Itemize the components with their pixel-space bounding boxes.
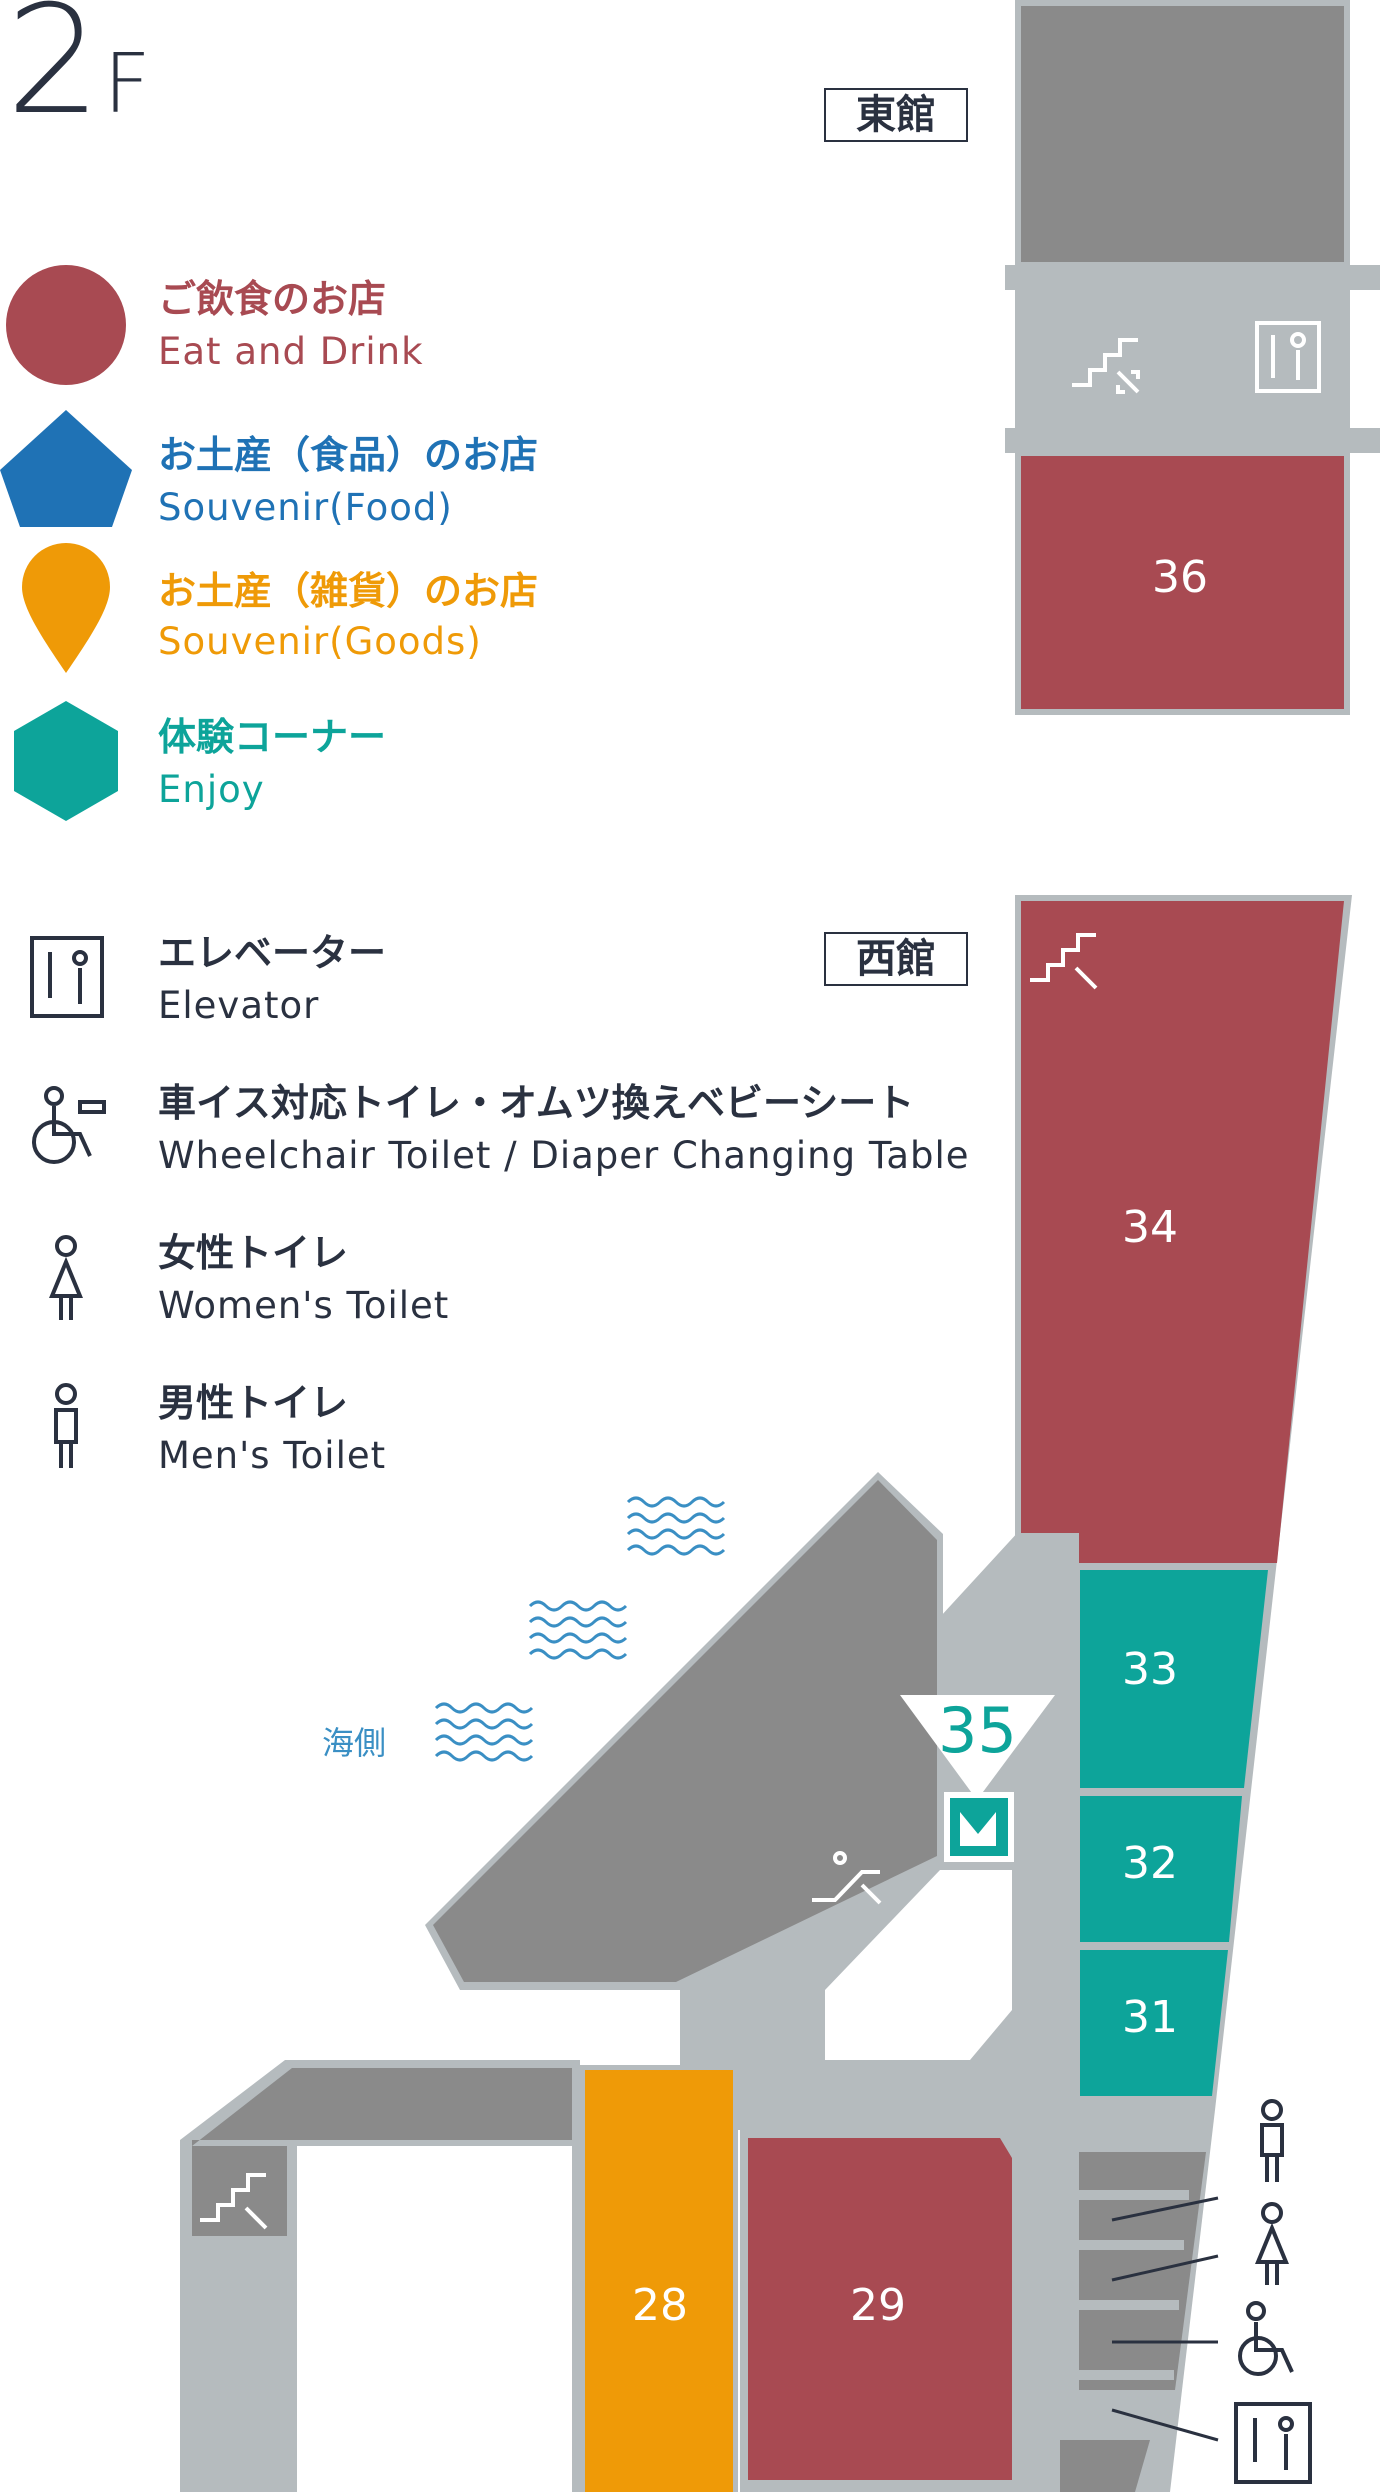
shop-29[interactable]: [748, 2138, 1012, 2480]
shop-36-label: 36: [1152, 552, 1208, 603]
shop-36[interactable]: [1021, 456, 1344, 709]
legend-enjoy-en: Enjoy: [158, 768, 265, 811]
lower-left-structure: [180, 2060, 580, 2492]
shop-33-label: 33: [1122, 1644, 1178, 1695]
legend-elevator-jp: エレベーター: [158, 931, 387, 975]
stairs-icon: [200, 2173, 268, 2230]
escalator-icon: [812, 1851, 882, 1905]
legend-women-jp: 女性トイレ: [158, 1231, 349, 1275]
men-toilet-icon: [54, 1383, 78, 1468]
legend-wheelchair-en: Wheelchair Toilet / Diaper Changing Tabl…: [158, 1134, 970, 1177]
wheelchair-icon: [1238, 2301, 1294, 2376]
legend-elevator-en: Elevator: [158, 984, 320, 1027]
legend-goods-en: Souvenir(Goods): [158, 620, 482, 663]
hexagon-icon: [14, 701, 118, 821]
sea-side-label: 海側: [322, 1724, 387, 1762]
wave-icon: [528, 1600, 628, 1660]
legend-enjoy-jp: 体験コーナー: [158, 715, 387, 759]
shop-34[interactable]: [1021, 901, 1344, 1563]
shop-34-label: 34: [1122, 1202, 1178, 1253]
east-building-label: 東館: [824, 88, 968, 142]
shop-32[interactable]: [1080, 1796, 1242, 1942]
shop-35-label: 35: [938, 1694, 1017, 1767]
west-building: [1015, 895, 1352, 2492]
pentagon-icon: [0, 410, 132, 527]
legend-food-en: Souvenir(Food): [158, 486, 453, 529]
shop-31-label: 31: [1122, 1992, 1178, 2043]
legend-wheelchair-jp: 車イス対応トイレ・オムツ換えベビーシート: [158, 1081, 915, 1125]
shop-31[interactable]: [1080, 1950, 1228, 2096]
shop-32-label: 32: [1122, 1838, 1178, 1889]
legend-men-jp: 男性トイレ: [158, 1381, 349, 1425]
wave-icon: [434, 1702, 534, 1762]
women-toilet-icon: [49, 1235, 83, 1320]
floor-title: 2F: [6, 0, 151, 148]
women-toilet-icon: [1255, 2202, 1289, 2285]
legend-food-jp: お土産（食品）のお店: [158, 433, 539, 477]
toilet-block: [1079, 2152, 1206, 2390]
elevator-icon: [1255, 321, 1321, 393]
elevator-icon: [1234, 2402, 1312, 2484]
shop-35[interactable]: [950, 1798, 1008, 1856]
elevator-icon: [30, 936, 104, 1018]
shop-28-label: 28: [632, 2280, 688, 2331]
legend-men-en: Men's Toilet: [158, 1434, 387, 1477]
east-building: [1005, 0, 1380, 715]
stairs-icon: [1030, 933, 1098, 990]
legend-women-en: Women's Toilet: [158, 1284, 450, 1327]
wave-icon: [626, 1496, 726, 1556]
men-toilet-icon: [1260, 2099, 1284, 2182]
circle-icon: [6, 265, 126, 385]
grey-block: [433, 1480, 937, 1982]
shop-33[interactable]: [1080, 1570, 1268, 1788]
shop-29-label: 29: [850, 2280, 906, 2331]
facility-icons: [30, 936, 106, 1468]
legend-eat-en: Eat and Drink: [158, 330, 424, 373]
legend-eat-jp: ご飲食のお店: [158, 277, 387, 321]
legend-icons: [0, 265, 132, 821]
stairs-icon: [1072, 338, 1140, 394]
wheelchair-icon: [32, 1086, 106, 1164]
legend-goods-jp: お土産（雑貨）のお店: [158, 569, 539, 613]
shop-35-marker: [900, 1695, 1055, 1800]
shop-28[interactable]: [585, 2070, 733, 2492]
west-building-label: 西館: [824, 932, 968, 986]
pin-icon: [22, 543, 110, 673]
